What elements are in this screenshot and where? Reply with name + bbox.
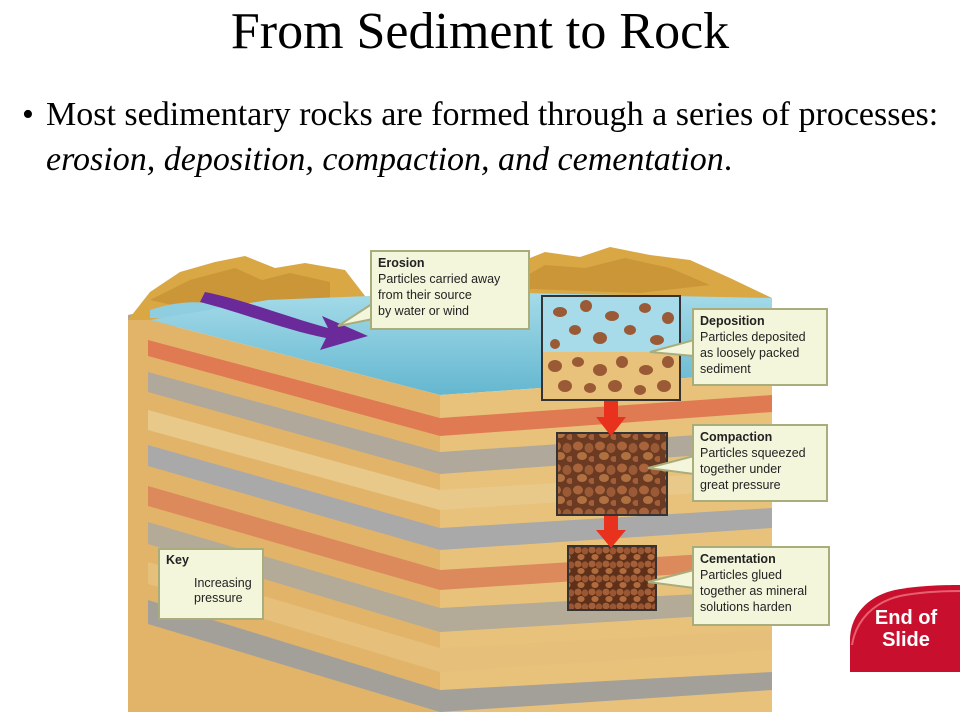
pressure-arrow-2: [596, 516, 626, 548]
compaction-body: Particles squeezed together under great …: [700, 446, 806, 492]
erosion-arrow: [200, 292, 368, 350]
compaction-title: Compaction: [700, 430, 773, 444]
bullet-text: Most sedimentary rocks are formed throug…: [46, 92, 946, 182]
key-title: Key: [166, 553, 189, 567]
bullet-text-end: .: [723, 141, 733, 178]
key-legend: Key Increasing pressure: [158, 548, 264, 620]
deposition-title: Deposition: [700, 314, 765, 328]
erosion-callout: Erosion Particles carried away from thei…: [370, 250, 530, 330]
compaction-callout: Compaction Particles squeezed together u…: [692, 424, 828, 502]
end-of-slide-label: End of Slide: [874, 607, 938, 651]
cementation-title: Cementation: [700, 552, 776, 566]
bullet-emphasis: erosion, deposition, compaction, and cem…: [46, 141, 724, 178]
bullet-text-start: Most sedimentary rocks are formed throug…: [46, 96, 939, 133]
slide-title: From Sediment to Rock: [230, 3, 730, 60]
cementation-body: Particles glued together as mineral solu…: [700, 568, 808, 614]
deposition-body: Particles deposited as loosely packed se…: [700, 330, 806, 376]
bullet-marker: •: [22, 96, 34, 133]
cementation-box: [567, 545, 657, 611]
deposition-box: [541, 295, 681, 401]
end-slide-badge: [850, 585, 960, 672]
cementation-callout: Cementation Particles glued together as …: [692, 546, 830, 626]
end-of-slide-button[interactable]: End of Slide: [850, 585, 960, 673]
pressure-arrow-1: [596, 401, 626, 436]
callout-pointers: [337, 298, 695, 590]
key-label: Increasing pressure: [194, 576, 252, 605]
erosion-title: Erosion: [378, 256, 425, 270]
erosion-body: Particles carried away from their source…: [378, 272, 501, 318]
compaction-box: [556, 432, 668, 516]
deposition-callout: Deposition Particles deposited as loosel…: [692, 308, 828, 386]
